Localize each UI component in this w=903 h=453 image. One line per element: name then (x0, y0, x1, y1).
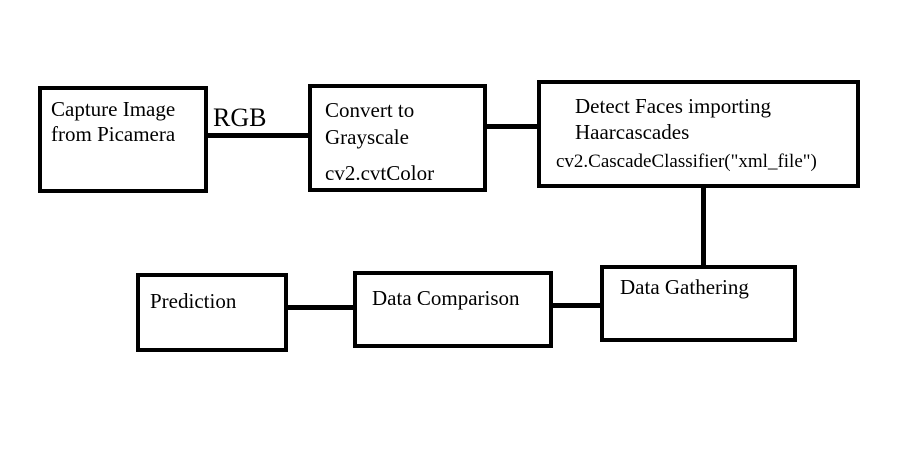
connector-detect-to-gathering (701, 188, 706, 266)
node-data-comparison: Data Comparison (353, 271, 553, 348)
edge-label-rgb: RGB (213, 103, 267, 132)
node-convert-grayscale: Convert to Grayscale cv2.cvtColor (308, 84, 487, 192)
node-detect-code: cv2.CascadeClassifier("xml_file") (556, 151, 817, 172)
node-convert-label-line2: Grayscale (325, 125, 409, 149)
node-capture-label-line2: from Picamera (51, 122, 176, 146)
node-capture-image: Capture Image from Picamera (38, 86, 208, 193)
node-convert-label-line1: Convert to (325, 98, 415, 122)
node-prediction-label: Prediction (150, 289, 237, 313)
node-data-gathering: Data Gathering (600, 265, 797, 342)
connector-gathering-to-comparison (553, 303, 600, 308)
node-capture-label-line1: Capture Image (51, 97, 176, 121)
connector-comparison-to-prediction (288, 305, 353, 310)
node-detect-label-line1: Detect Faces importing (575, 94, 771, 118)
node-prediction: Prediction (136, 273, 288, 352)
node-comparison-label: Data Comparison (372, 286, 520, 310)
node-convert-code: cv2.cvtColor (325, 161, 435, 185)
node-detect-label-line2: Haarcascades (575, 120, 690, 144)
connector-convert-to-detect (487, 124, 537, 129)
node-gathering-label: Data Gathering (620, 275, 749, 299)
node-detect-faces: Detect Faces importing Haarcascades cv2.… (537, 80, 860, 188)
connector-capture-to-convert (207, 133, 308, 138)
